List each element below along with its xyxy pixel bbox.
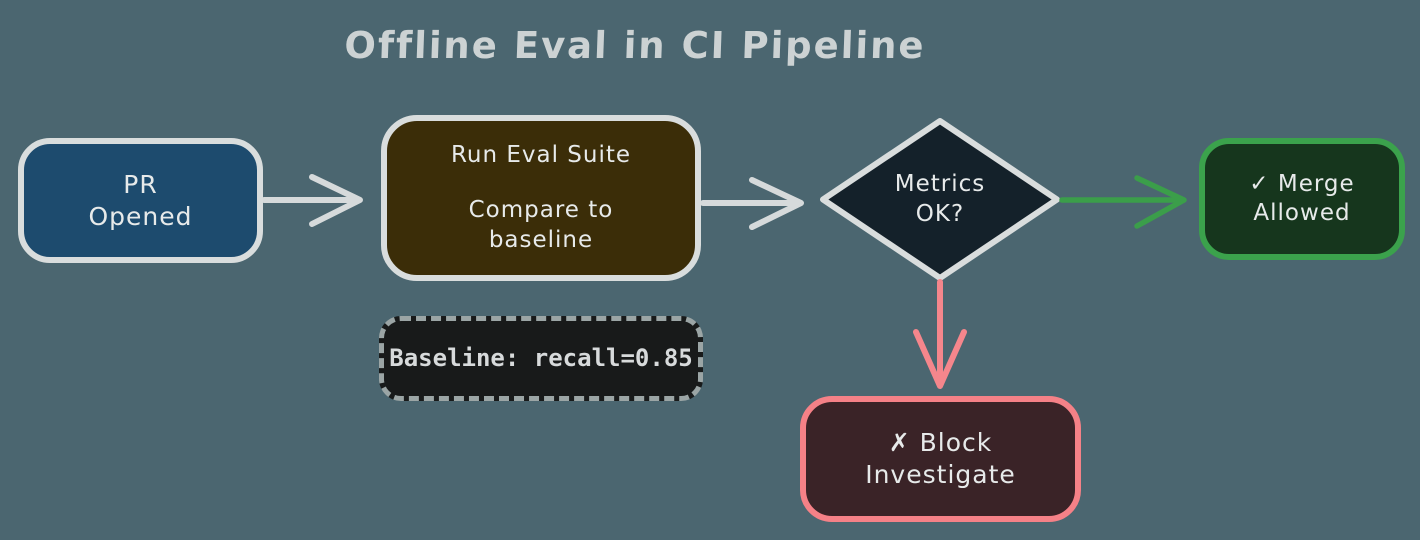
diamond-shape[interactable] xyxy=(820,118,1060,281)
note-baseline[interactable]: Baseline: recall=0.85 xyxy=(379,316,703,401)
node-label-line: Allowed xyxy=(1253,200,1351,226)
node-merge-allowed[interactable]: ✓ Merge Allowed xyxy=(1199,138,1405,260)
node-label-line: Run Eval Suite xyxy=(450,141,632,168)
arrow-decision-to-merge[interactable] xyxy=(1059,175,1187,229)
node-metrics-decision[interactable]: Metrics OK? xyxy=(822,120,1058,279)
node-pr-opened[interactable]: PR Opened xyxy=(18,138,263,263)
note-baseline-text: Baseline: recall=0.85 xyxy=(389,344,693,373)
node-run-eval-suite[interactable]: Run Eval Suite Compare to baseline xyxy=(381,115,701,281)
node-label-line: Compare to xyxy=(468,197,614,224)
node-label-line: PR xyxy=(123,169,158,199)
node-label-line: Opened xyxy=(88,201,193,231)
node-label-line: ✓ Merge xyxy=(1249,170,1355,197)
node-label-line: baseline xyxy=(488,226,594,253)
arrow-eval-to-decision[interactable] xyxy=(700,177,804,230)
arrow-decision-to-block[interactable] xyxy=(913,279,967,389)
node-label-line: ✗ Block xyxy=(888,428,993,457)
arrow-pr-to-eval[interactable] xyxy=(261,174,363,227)
node-label-line: Investigate xyxy=(865,460,1016,489)
node-label-line: OK? xyxy=(915,200,965,227)
node-block-investigate[interactable]: ✗ Block Investigate xyxy=(800,396,1081,522)
node-label-line: Metrics xyxy=(894,171,986,198)
